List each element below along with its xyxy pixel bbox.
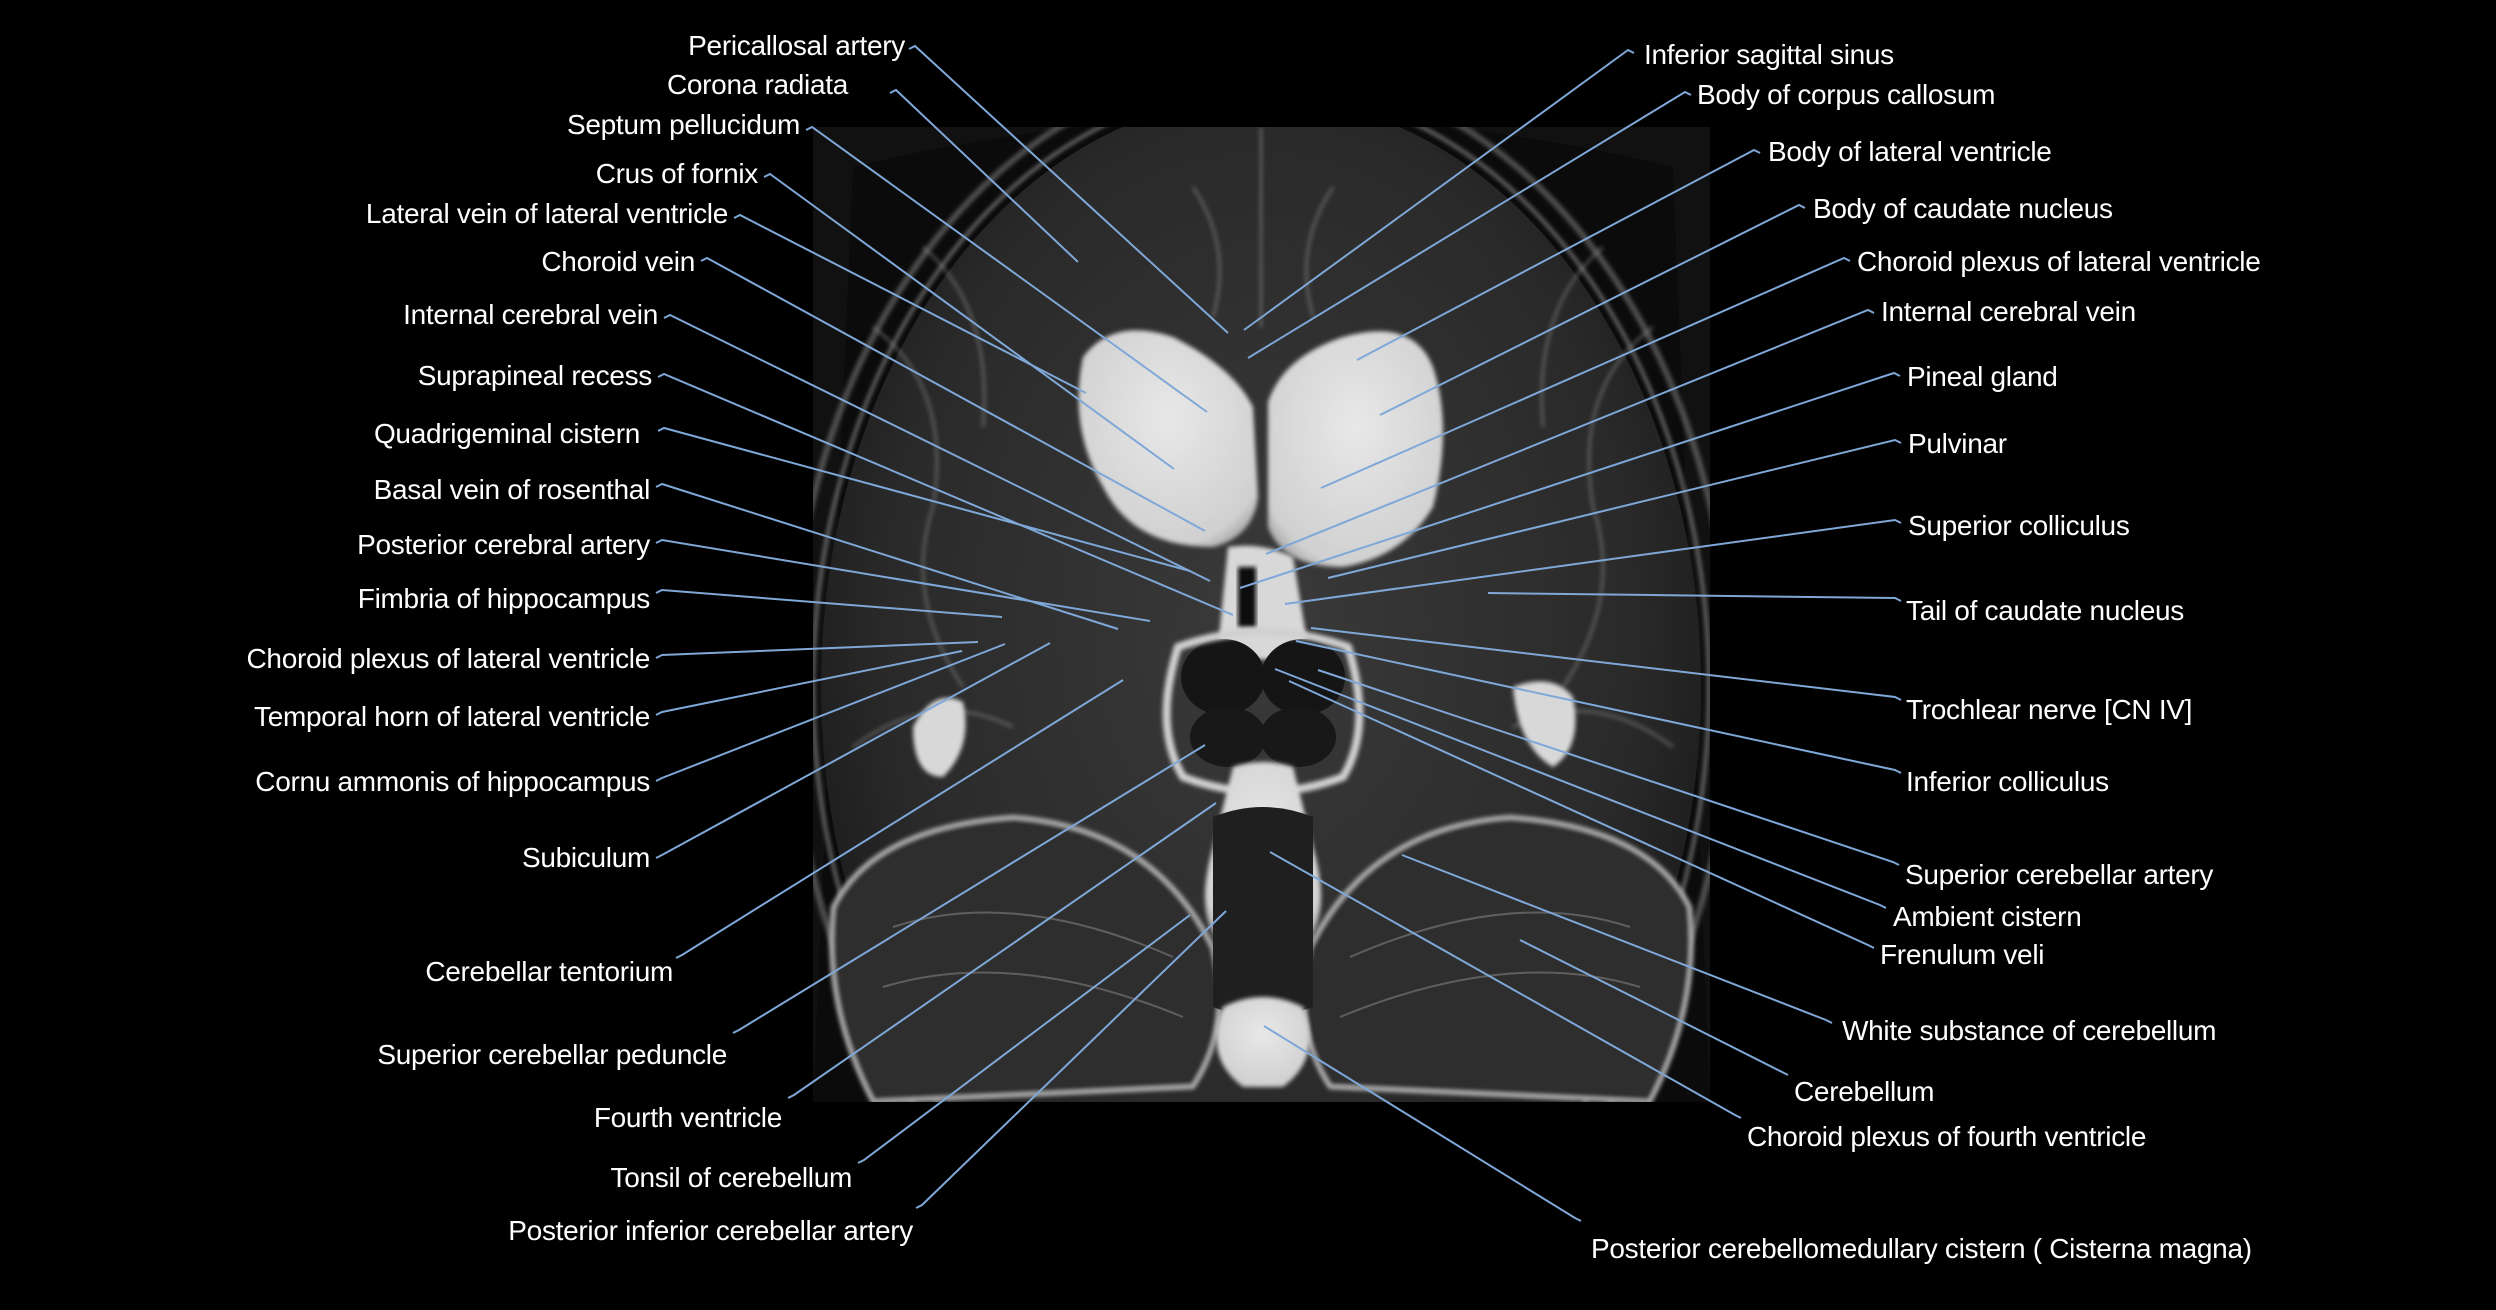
leader-line — [675, 679, 1124, 959]
leader-line — [1317, 669, 1900, 866]
leader-line — [733, 213, 1087, 394]
leader-line — [1269, 851, 1742, 1119]
leader-line — [732, 744, 1206, 1034]
label-body-of-caudate-nucleus: Body of caudate nucleus — [1813, 193, 2113, 224]
leader-lines-right — [1239, 48, 1902, 1222]
leader-lines-left — [655, 44, 1234, 1209]
leader-line — [763, 172, 1175, 470]
leader-line — [1310, 627, 1902, 701]
label-internal-cerebral-vein-right: Internal cerebral vein — [1881, 296, 2136, 327]
leader-line — [915, 910, 1227, 1209]
leader-line — [1401, 854, 1833, 1024]
leader-line — [663, 313, 1211, 582]
label-superior-cerebellar-peduncle: Superior cerebellar peduncle — [377, 1039, 727, 1070]
label-cerebellar-tentorium: Cerebellar tentorium — [425, 956, 673, 987]
leader-line — [1274, 668, 1887, 909]
leader-line — [1243, 48, 1635, 331]
label-corona-radiata: Corona radiata — [666, 69, 848, 100]
leader-line — [889, 88, 1079, 263]
label-inferior-sagittal-sinus: Inferior sagittal sinus — [1644, 39, 1894, 70]
label-pericallosal-artery: Pericallosal artery — [688, 30, 905, 61]
leader-line — [655, 588, 1003, 618]
leader-line — [655, 643, 1006, 782]
label-superior-colliculus: Superior colliculus — [1908, 510, 2130, 541]
leader-line — [700, 256, 1206, 532]
label-cisterna-magna: Posterior cerebellomedullary cistern ( C… — [1591, 1233, 2252, 1264]
label-crus-of-fornix: Crus of fornix — [595, 158, 759, 189]
label-temporal-horn: Temporal horn of lateral ventricle — [254, 701, 650, 732]
label-posterior-inferior-cerebellar-artery: Posterior inferior cerebellar artery — [508, 1215, 913, 1246]
label-basal-vein-of-rosenthal: Basal vein of rosenthal — [373, 474, 651, 505]
label-ambient-cistern: Ambient cistern — [1893, 901, 2082, 932]
leader-line — [857, 914, 1191, 1164]
leader-line — [655, 482, 1119, 630]
leader-line — [1263, 1025, 1582, 1222]
leader-line — [1356, 148, 1761, 361]
label-tail-of-caudate-nucleus: Tail of caudate nucleus — [1906, 595, 2184, 626]
label-trochlear-nerve: Trochlear nerve [CN IV] — [1906, 694, 2193, 725]
leader-line — [1265, 308, 1875, 555]
leader-line — [1288, 680, 1875, 949]
leader-line — [655, 642, 1051, 859]
label-body-of-lateral-ventricle: Body of lateral ventricle — [1768, 136, 2052, 167]
label-choroid-plexus-lateral-ventricle-right: Choroid plexus of lateral ventricle — [1857, 246, 2261, 277]
leader-line — [655, 538, 1151, 622]
leader-line — [908, 44, 1229, 334]
label-subiculum: Subiculum — [521, 842, 650, 873]
label-inferior-colliculus: Inferior colliculus — [1906, 766, 2109, 797]
leader-line — [1379, 203, 1806, 416]
label-suprapineal-recess: Suprapineal recess — [417, 360, 653, 391]
leader-line — [1239, 371, 1901, 589]
leader-line — [805, 125, 1208, 413]
label-choroid-plexus-fourth-ventricle: Choroid plexus of fourth ventricle — [1747, 1121, 2147, 1152]
label-internal-cerebral-vein-left: Internal cerebral vein — [403, 299, 658, 330]
label-pineal-gland: Pineal gland — [1907, 361, 2058, 392]
label-pulvinar: Pulvinar — [1908, 428, 2007, 459]
label-superior-cerebellar-artery: Superior cerebellar artery — [1905, 859, 2214, 890]
label-choroid-vein: Choroid vein — [541, 246, 695, 277]
label-quadrigeminal-cistern: Quadrigeminal cistern — [373, 418, 640, 449]
leader-line — [1320, 256, 1851, 489]
label-white-substance-of-cerebellum: White substance of cerebellum — [1842, 1015, 2217, 1046]
leader-line — [1327, 438, 1902, 579]
leader-line — [787, 802, 1217, 1099]
leader-line — [1295, 640, 1902, 774]
leader-line — [657, 426, 1191, 572]
leader-line — [1487, 592, 1902, 602]
label-septum-pellucidum: Septum pellucidum — [566, 109, 800, 140]
leader-line — [655, 641, 979, 659]
label-choroid-plexus-lateral-ventricle-left: Choroid plexus of lateral ventricle — [246, 643, 651, 674]
label-fimbria-of-hippocampus: Fimbria of hippocampus — [357, 583, 651, 614]
label-tonsil-of-cerebellum: Tonsil of cerebellum — [610, 1162, 853, 1193]
label-fourth-ventricle: Fourth ventricle — [593, 1102, 782, 1133]
leader-line — [657, 372, 1234, 616]
label-lateral-vein-of-lateral-ventricle: Lateral vein of lateral ventricle — [365, 198, 728, 229]
label-body-of-corpus-callosum: Body of corpus callosum — [1697, 79, 1996, 110]
label-frenulum-veli: Frenulum veli — [1880, 939, 2045, 970]
leader-line — [1519, 939, 1789, 1076]
leader-line — [1284, 518, 1902, 605]
leader-line — [655, 650, 963, 716]
leader-line — [1247, 90, 1692, 359]
label-posterior-cerebral-artery: Posterior cerebral artery — [357, 529, 650, 560]
label-cerebellum: Cerebellum — [1794, 1076, 1935, 1107]
label-cornu-ammonis: Cornu ammonis of hippocampus — [255, 766, 650, 797]
